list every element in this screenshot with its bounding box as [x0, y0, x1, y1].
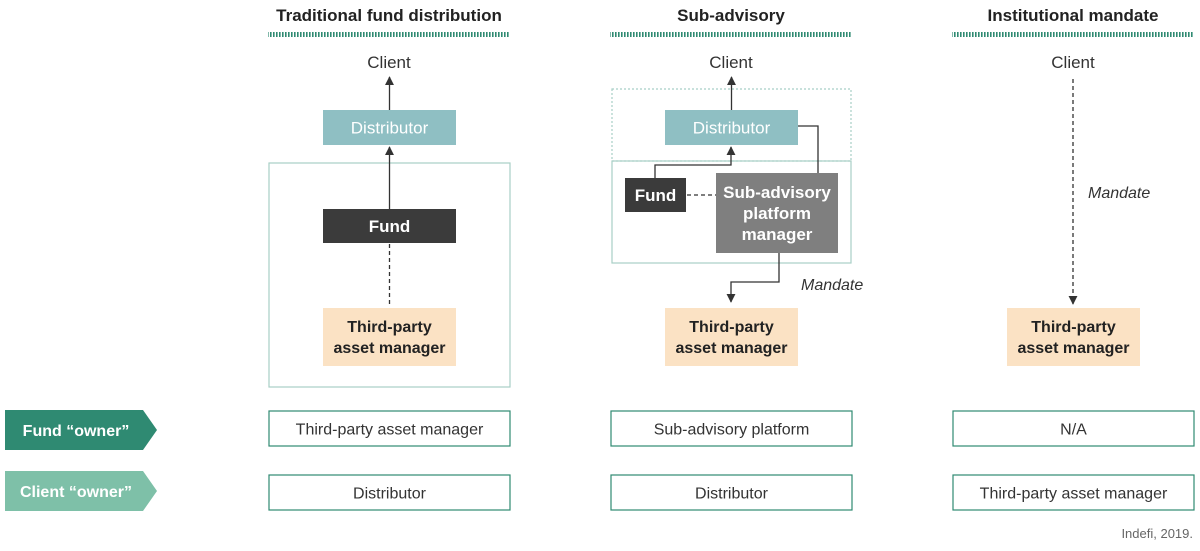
column-header-traditional: Traditional fund distribution [276, 6, 502, 25]
asset-manager-label-line1: Third-party [1031, 319, 1116, 336]
header-underline [952, 32, 1194, 37]
column-header-institutional: Institutional mandate [988, 6, 1159, 25]
client-owner-value: Third-party asset manager [980, 486, 1168, 503]
client-label: Client [709, 53, 753, 72]
fund-box [625, 178, 686, 212]
fund-box [323, 209, 456, 243]
fund-owner-value: Third-party asset manager [296, 422, 484, 439]
client-owner-cell [268, 474, 511, 511]
platform-manager-box [716, 173, 838, 253]
platform-manager-label-line3: manager [742, 225, 813, 244]
mandate-label: Mandate [1088, 185, 1150, 202]
fund-owner-value: N/A [1060, 422, 1087, 439]
asset-manager-box [323, 308, 456, 366]
client-owner-cell [610, 474, 853, 511]
header-underline [268, 32, 510, 37]
header-underline [610, 32, 852, 37]
distributor-label: Distributor [351, 119, 429, 138]
mandate-label: Mandate [801, 277, 863, 294]
fund-owner-value: Sub-advisory platform [654, 422, 810, 439]
asset-manager-label-line2: asset manager [675, 340, 787, 357]
platform-manager-label-line1: Sub-advisory [723, 183, 831, 202]
arrow-fund-to-distributor [654, 146, 736, 178]
fund-owner-cell [952, 410, 1195, 447]
asset-manager-label-line2: asset manager [333, 340, 445, 357]
distributor-box [323, 110, 456, 145]
client-owner-row-label: Client “owner” [20, 484, 132, 501]
fund-owner-cell [268, 410, 511, 447]
client-owner-cell [952, 474, 1195, 511]
fund-label: Fund [369, 217, 411, 236]
client-owner-value: Distributor [695, 486, 769, 503]
client-owner-dotted-frame [611, 88, 852, 162]
client-owner-row-tag [5, 471, 157, 511]
platform-manager-label-line2: platform [743, 204, 811, 223]
fund-owner-cell [610, 410, 853, 447]
client-label: Client [367, 53, 411, 72]
asset-manager-label-line1: Third-party [347, 319, 432, 336]
link-distributor-platform [798, 125, 819, 173]
column-header-sub-advisory: Sub-advisory [677, 6, 785, 25]
client-label: Client [1051, 53, 1095, 72]
fund-label: Fund [635, 186, 677, 205]
distributor-box [665, 110, 798, 145]
client-owner-value: Distributor [353, 486, 427, 503]
fund-owner-row-label: Fund “owner” [23, 423, 130, 440]
asset-manager-label-line2: asset manager [1017, 340, 1129, 357]
distributor-label: Distributor [693, 119, 771, 138]
asset-manager-label-line1: Third-party [689, 319, 774, 336]
arrow-platform-to-manager [726, 253, 780, 303]
fund-owner-row-tag [5, 410, 157, 450]
asset-manager-box [665, 308, 798, 366]
source-note: Indefi, 2019. [1121, 526, 1193, 541]
asset-manager-box [1007, 308, 1140, 366]
